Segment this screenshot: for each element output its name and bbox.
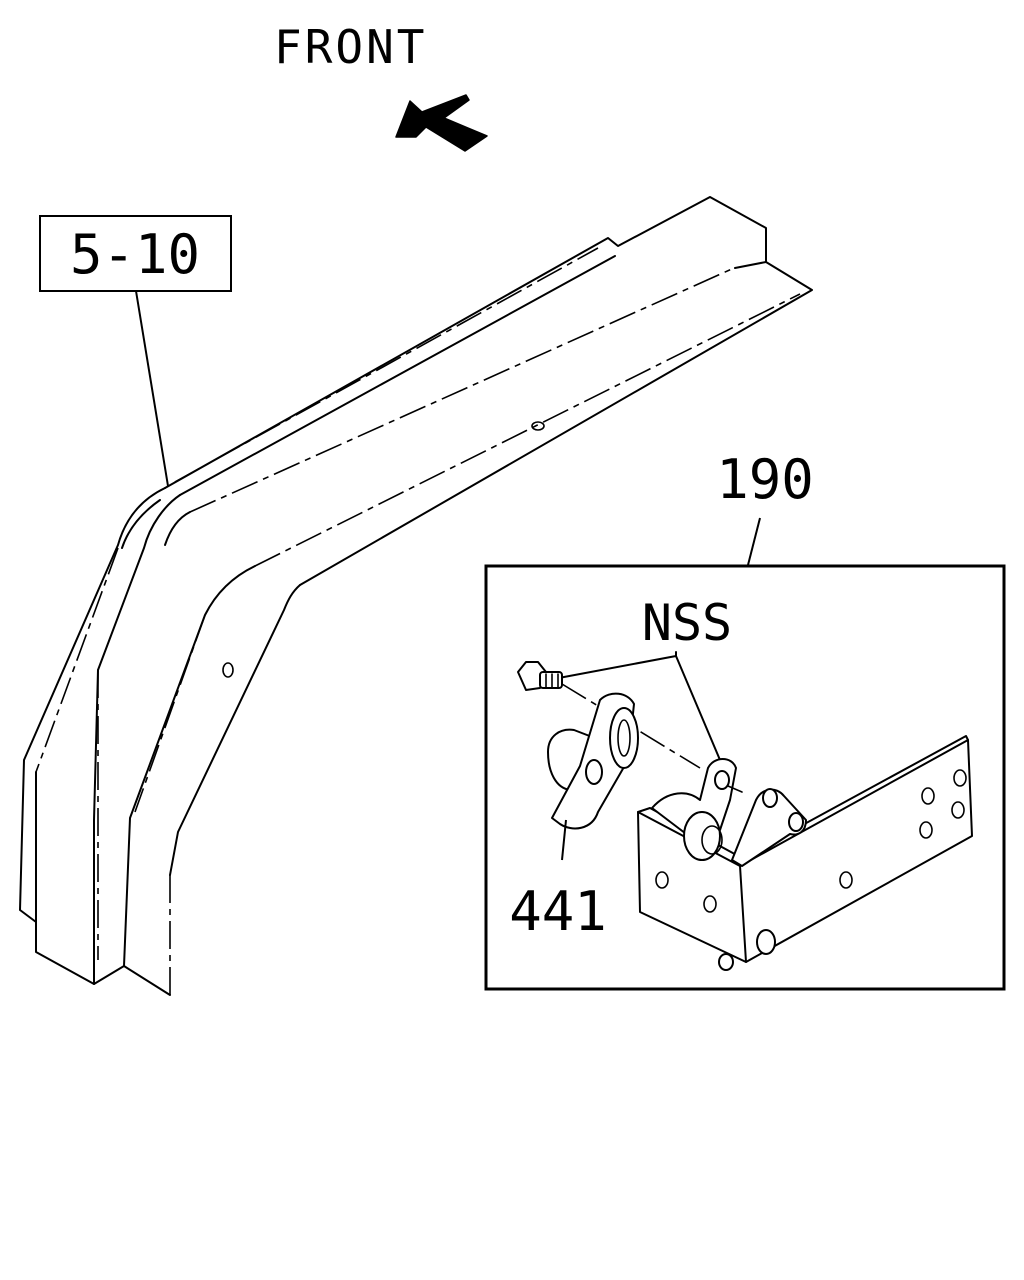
nss-label: NSS [642, 594, 732, 652]
component-number-label: 441 [509, 880, 607, 943]
bracket-assembly [637, 735, 973, 971]
assembly-number-label: 190 [716, 448, 814, 511]
front-arrow-icon [395, 94, 488, 152]
component-leader-line [561, 819, 567, 861]
nss-leader-lines [547, 651, 721, 761]
assembly-leader-line [747, 517, 761, 566]
frame-rail [19, 196, 813, 996]
ref-section-label: 5-10 [70, 223, 200, 286]
front-label: FRONT [274, 20, 427, 74]
ref-leader-line [135, 290, 169, 487]
link-component-441 [547, 692, 639, 830]
ref-section-box [39, 215, 232, 292]
